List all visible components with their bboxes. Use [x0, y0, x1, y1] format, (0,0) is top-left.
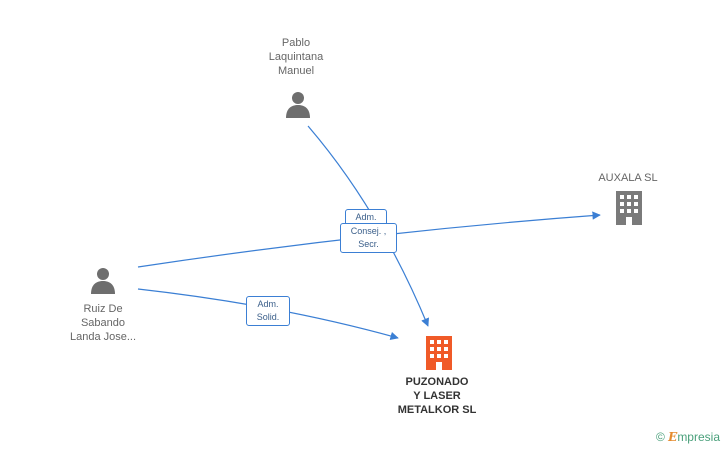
person-icon[interactable]	[89, 266, 117, 294]
relation-label-adm-solid[interactable]: Adm. Solid.	[246, 296, 290, 326]
building-icon[interactable]	[613, 191, 645, 225]
node-pablo[interactable]: Pablo Laquintana Manuel	[246, 36, 346, 78]
node-puzonado[interactable]: PUZONADO Y LASER METALKOR SL	[381, 375, 493, 417]
node-puzonado-label: PUZONADO Y LASER METALKOR SL	[397, 376, 477, 416]
person-icon[interactable]	[284, 90, 312, 118]
node-ruiz-label: Ruiz De Sabando Landa Jose...	[69, 303, 137, 343]
brand-initial: E	[668, 430, 678, 444]
node-auxala-label: AUXALA SL	[598, 172, 658, 184]
copyright-symbol: ©	[655, 430, 665, 444]
brand-name: mpresia	[677, 430, 720, 444]
node-auxala[interactable]: AUXALA SL	[580, 171, 676, 185]
node-ruiz[interactable]: Ruiz De Sabando Landa Jose...	[53, 302, 153, 344]
empresia-brand: © Empresia	[656, 430, 720, 444]
building-icon[interactable]	[423, 336, 455, 370]
relation-label-consej-secr[interactable]: Consej. , Secr.	[340, 223, 397, 253]
node-pablo-label: Pablo Laquintana Manuel	[268, 37, 324, 77]
